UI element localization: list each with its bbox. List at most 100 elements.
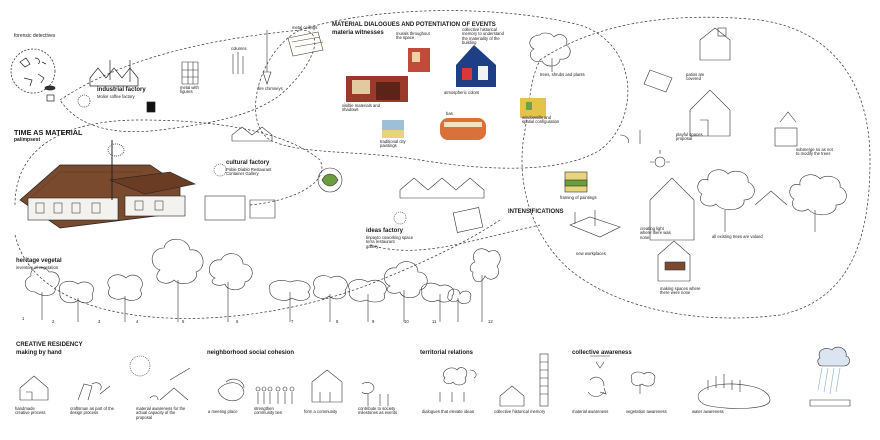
cultural-factory-title: cultural factory (226, 160, 270, 166)
intensification-sketches (564, 27, 847, 282)
atmospheric-colors-label: atmospheric colors (444, 90, 480, 95)
legend-item: collective historical memory (494, 409, 546, 414)
legend-item: handmade creative process (15, 406, 46, 416)
columns-label: columns (231, 46, 247, 51)
tree-11 (447, 288, 472, 322)
rain-cloud-icon (817, 346, 850, 367)
trees-shrubs-label: trees, shrubs and plants (540, 72, 585, 77)
legend-illustrations (19, 346, 851, 409)
dialogues-icon (443, 367, 477, 386)
forensic-collage (10, 48, 56, 102)
factory-building (19, 140, 196, 229)
industrial-factory-sub: Molior coffee factory (97, 94, 135, 99)
tree-tag: 11 (432, 319, 437, 324)
cultural-sketches (204, 126, 343, 221)
existing-trees-label: all existing trees are valued (712, 234, 763, 239)
material-witnesses-subtitle: materia witnesses (332, 30, 384, 36)
material-icon (149, 367, 191, 401)
heritage-trees (24, 238, 501, 322)
tree-5 (209, 253, 253, 322)
ideas-factory-sub: tinpayto coworking space terra restauran… (366, 235, 414, 249)
submerge-label: submerge so as not to modify the trees (796, 147, 833, 157)
making-spaces-label: making spaces where there were none (660, 286, 701, 296)
vegetation-icon (630, 371, 656, 394)
legend-item: form a community (304, 409, 338, 414)
time-material-title: TIME AS MATERIAL (14, 128, 83, 137)
framing-label: framing of paintings (560, 195, 597, 200)
tree-tag: 9 (372, 319, 375, 324)
craftsman-icon (77, 382, 111, 401)
tree-3 (107, 274, 143, 322)
collective-memory-label: collective historical memory to understa… (462, 27, 504, 46)
legend-item: craftsman as part of the design process (70, 406, 114, 416)
tree-2 (59, 280, 94, 322)
cultural-factory-sub: Poble Diablo Restaurant Container Galler… (226, 167, 272, 177)
fire-chimneys-label: fire chimneys (258, 86, 283, 91)
tree-tag: 1 (22, 316, 25, 321)
visible-materials-label: visible materials and shadows (342, 103, 380, 113)
forensic-label: forensic detectives (14, 33, 56, 39)
light-label: creating light where there was none (640, 226, 671, 240)
metal-ceilings-label: metal ceilings (292, 25, 318, 30)
recycle-icon (587, 376, 607, 397)
playful-label: playful spaces proposal (676, 132, 703, 142)
ideas-sketches (393, 177, 485, 233)
boundary-palimpsest (14, 119, 541, 251)
tree-6 (269, 280, 311, 322)
legend-item: material awareness (572, 409, 609, 414)
tree-4 (151, 238, 204, 322)
collective-awareness-heading: collective awareness (572, 350, 632, 356)
tree-10 (421, 282, 455, 322)
legend-item: contribute to society milestones as even… (358, 406, 398, 416)
palimpsest-label: palimpsest (14, 137, 41, 143)
ideas-factory-title: ideas factory (366, 228, 404, 234)
tree-sketch-md (529, 32, 571, 72)
tree-tag: 8 (336, 319, 339, 324)
new-workplaces-label: new workplaces (576, 251, 606, 256)
boundary-material-dialogues (255, 10, 629, 169)
legend-item: dialogues that elevate ideas (422, 409, 474, 414)
tree-9 (384, 261, 428, 322)
neighborhood-heading: neighborhood social cohesion (207, 350, 295, 356)
legend-item: water awareness (692, 409, 724, 414)
murals-label: murals throughout the space (396, 31, 430, 41)
tree-tag: 5 (182, 319, 185, 324)
territorial-heading: territorial relations (420, 350, 474, 356)
tree-12 (469, 248, 501, 322)
boundary-heritage (14, 219, 501, 319)
tree-tag: 4 (136, 319, 139, 324)
tree-7 (313, 275, 348, 322)
memory-icon (499, 385, 525, 407)
tree-tag: 12 (488, 319, 493, 324)
legend-item: strengthen community ties (254, 406, 282, 416)
material-dialogues-title: MATERIAL DIALOGUES AND POTENTIATION OF E… (332, 22, 496, 28)
metal-figures-label: metal with figures (180, 85, 199, 95)
patios-label: patios are covered (686, 72, 705, 82)
tree-tag: 7 (291, 319, 294, 324)
legend-item: vegetation awareness (626, 409, 667, 414)
tree-tag: 3 (98, 319, 101, 324)
bas-label: bas (446, 111, 453, 116)
tree-8 (348, 279, 387, 322)
tree-1 (24, 266, 60, 320)
industrial-sketch (77, 60, 156, 113)
material-images (346, 45, 546, 140)
creative-residency-title: CREATIVE RESIDENCY (16, 342, 83, 348)
tree-tag: 6 (236, 319, 239, 324)
tree-tag: 10 (404, 319, 409, 324)
making-by-hand-heading: making by hand (16, 350, 62, 356)
handmade-icon (19, 375, 49, 401)
intensifications-title: INTENSIFICATIONS (508, 209, 564, 215)
heritage-vegetal-title: heritage vegetal (16, 258, 62, 264)
legend-item: a meeting place (208, 409, 238, 414)
metal-sketches (181, 30, 324, 85)
traditional-paintings-label: traditional city paintings (380, 139, 406, 149)
windowsills-label: windowsills and spatial configuration (522, 115, 560, 125)
water-icon (697, 383, 771, 409)
heritage-vegetal-sub: inventory of vegetation (16, 265, 59, 270)
industrial-factory-title: industrial factory (97, 87, 146, 93)
boundary-industrial (59, 29, 316, 132)
tree-tag: 2 (52, 319, 55, 324)
boundary-intensifications (521, 16, 871, 319)
